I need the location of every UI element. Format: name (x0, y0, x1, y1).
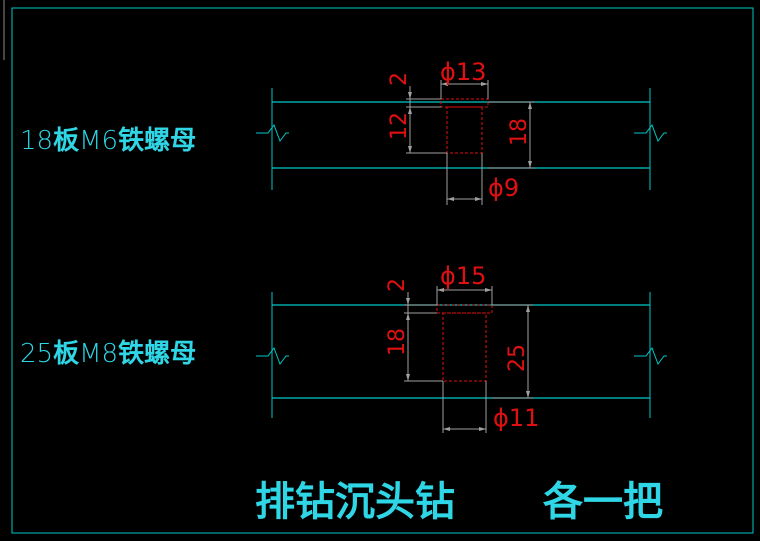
hole-depth-dim: 18 (385, 328, 410, 356)
counterbore-depth-dim: 2 (387, 72, 412, 86)
detail-25-board: ϕ15 2 18 25 ϕ11 25板M8铁螺母 (20, 262, 667, 433)
hole-depth-dim: 12 (387, 112, 412, 140)
break-symbol-right (634, 346, 667, 366)
caption-tool: 排钻沉头钻 (255, 479, 455, 525)
label-board: 板 (53, 126, 79, 156)
counterbore-depth-dim: 2 (385, 278, 410, 292)
pilot-hole (446, 106, 483, 154)
break-symbol-left (256, 123, 289, 143)
label-board: 板 (53, 339, 79, 369)
counterbore (440, 98, 489, 108)
label-nut: 铁螺母 (118, 338, 196, 369)
label-thickness: 18 (20, 126, 53, 156)
board-thickness-dim: 18 (507, 118, 532, 146)
drawing-frame (11, 7, 754, 534)
break-symbol-left (256, 346, 289, 366)
counterbore (436, 304, 493, 314)
pilot-diameter-dim: ϕ11 (493, 404, 539, 432)
pilot-hole (442, 312, 487, 382)
label-nut: 铁螺母 (118, 125, 196, 156)
pilot-diameter-dim: ϕ9 (488, 174, 519, 202)
detail-label: 18板M6铁螺母 (20, 125, 196, 156)
counterbore-diameter-dim: ϕ15 (440, 262, 486, 290)
label-spec: M8 (79, 339, 118, 369)
break-symbol-right (634, 123, 667, 143)
caption-quantity: 各一把 (543, 479, 663, 525)
label-spec: M6 (79, 126, 118, 156)
detail-label: 25板M8铁螺母 (20, 338, 196, 369)
label-thickness: 25 (20, 339, 53, 369)
detail-18-board: ϕ13 2 12 18 ϕ9 18板M6铁螺母 (20, 58, 667, 205)
board-thickness-dim: 25 (505, 344, 530, 372)
counterbore-diameter-dim: ϕ13 (440, 58, 486, 86)
